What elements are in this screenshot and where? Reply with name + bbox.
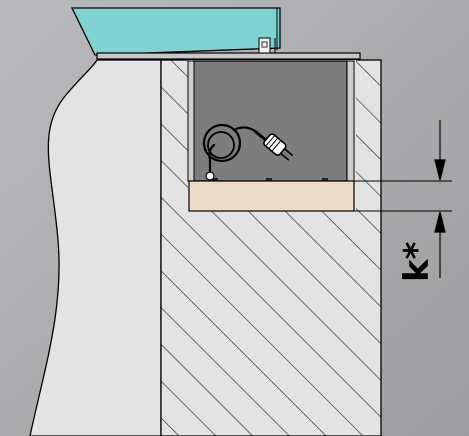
box-side-right <box>346 60 355 182</box>
plug-icon <box>202 123 293 177</box>
cord-entry-point <box>205 171 215 181</box>
box-feet <box>212 178 328 182</box>
glass-pane <box>70 7 281 56</box>
dimension-label: k* <box>397 241 437 282</box>
insulation-pad <box>188 180 355 212</box>
recessed-box <box>192 60 348 182</box>
dimension-arrow-icon <box>434 120 446 278</box>
box-side-left <box>187 60 195 182</box>
wall-curved-section <box>29 59 162 436</box>
cover-plate <box>96 52 361 60</box>
mounting-bracket-hole <box>261 41 268 48</box>
